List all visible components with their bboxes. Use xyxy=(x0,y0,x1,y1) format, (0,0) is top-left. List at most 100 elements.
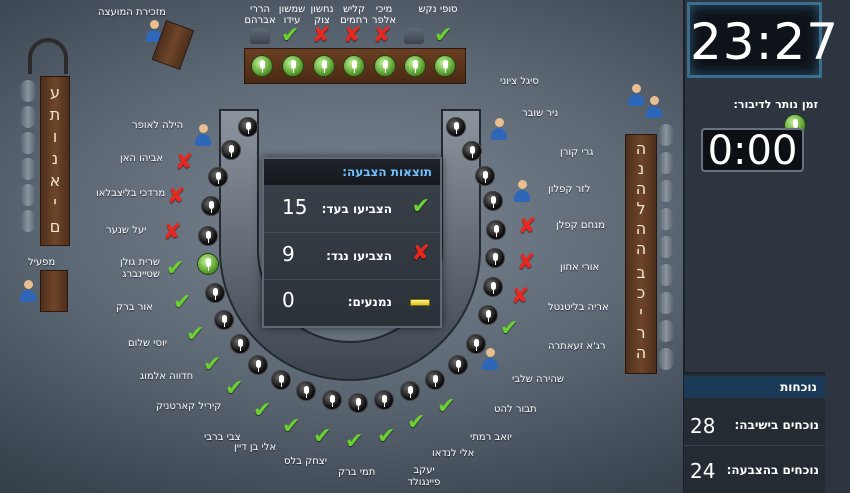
mic-icon[interactable] xyxy=(483,277,503,297)
seat-slot xyxy=(20,80,36,102)
board-letter: ל xyxy=(636,199,646,218)
attendance-session-count: 28 xyxy=(690,414,716,438)
voting-results-title: תוצאות הצבעה: xyxy=(264,159,440,185)
votes-for-row: ✔ הצביעו בעד: 15 xyxy=(264,187,440,233)
mic-icon[interactable] xyxy=(282,55,304,77)
mic-icon[interactable] xyxy=(374,390,394,410)
mic-icon[interactable] xyxy=(198,226,218,246)
seat-slot xyxy=(20,184,36,206)
board-letter: ם xyxy=(49,217,61,236)
seat-slot xyxy=(658,124,674,146)
seat-slot xyxy=(658,208,674,230)
speaking-time-value: 0:00 xyxy=(707,128,798,174)
mic-icon[interactable] xyxy=(205,283,225,303)
board-letter: ה xyxy=(635,179,647,198)
member-name: יעקב פיינגולד xyxy=(407,465,441,488)
vote-against-icon: ✘ xyxy=(175,150,194,175)
board-letter: נ xyxy=(51,149,59,168)
mic-icon[interactable] xyxy=(374,55,396,77)
mic-icon[interactable] xyxy=(248,355,268,375)
mic-icon[interactable] xyxy=(400,381,420,401)
mic-icon[interactable] xyxy=(348,393,368,413)
mic-icon[interactable] xyxy=(201,196,221,216)
mic-icon[interactable] xyxy=(486,220,506,240)
member-name: תבור להט xyxy=(494,404,537,415)
council-table xyxy=(219,109,481,381)
seat-slot xyxy=(404,28,424,44)
mic-icon[interactable] xyxy=(313,55,335,77)
vote-against-icon: ✘ xyxy=(411,241,430,266)
board-letter: ת xyxy=(49,105,61,124)
mic-icon[interactable] xyxy=(478,305,498,325)
member-name: יעל שנער xyxy=(106,225,147,236)
votes-abstain-count: 0 xyxy=(282,288,295,312)
mic-icon[interactable] xyxy=(475,166,495,186)
mic-icon[interactable] xyxy=(296,381,316,401)
member-name: אלי לנדאו xyxy=(432,448,475,459)
member-avatar-icon xyxy=(512,180,532,202)
clock-display: 23:27 xyxy=(687,2,838,78)
mic-icon[interactable] xyxy=(271,370,291,390)
board-letter: נ xyxy=(637,159,645,178)
vote-for-icon: ✔ xyxy=(407,410,426,435)
member-avatar-icon xyxy=(489,118,509,140)
vote-for-icon: ✔ xyxy=(437,394,456,419)
attendance-title: נוכחות xyxy=(684,376,825,398)
member-name: סיגל ציוני xyxy=(500,76,539,87)
mic-icon[interactable] xyxy=(343,55,365,77)
member-name: יוסי שלום xyxy=(128,338,167,349)
member-name: מיכי אלפר xyxy=(371,4,397,26)
attendance-session-label: נוכחים בישיבה: xyxy=(734,418,819,432)
board-letter: ה xyxy=(635,219,647,238)
speaking-time-display: 0:00 xyxy=(701,128,804,174)
member-name: צבי ברבי xyxy=(204,432,241,443)
mic-icon[interactable] xyxy=(230,334,250,354)
votes-against-count: 9 xyxy=(282,242,295,266)
mic-icon[interactable] xyxy=(434,55,456,77)
votes-against-row: ✘ הצביעו נגד: 9 xyxy=(264,234,440,280)
member-avatar-icon xyxy=(480,348,500,370)
mic-icon[interactable] xyxy=(466,334,486,354)
vote-for-icon: ✔ xyxy=(434,23,453,48)
board-letter: ו xyxy=(52,127,58,146)
mic-icon[interactable] xyxy=(404,55,426,77)
member-name: רג'א זעאתרה xyxy=(548,341,606,352)
member-name: קליש רחמים xyxy=(340,4,368,26)
mic-icon[interactable] xyxy=(448,355,468,375)
management-board: ה נ ה ל ה ה ב כ י ר ה xyxy=(625,134,657,374)
seat-slot xyxy=(658,264,674,286)
speaking-time-label: זמן נותר לדיבור: xyxy=(733,98,818,111)
member-name: גרי קורן xyxy=(560,147,594,158)
mic-icon[interactable] xyxy=(446,117,466,137)
member-name: שרית גולן שטיינברג xyxy=(120,257,160,280)
mic-icon[interactable] xyxy=(485,248,505,268)
mic-icon[interactable] xyxy=(221,140,241,160)
mic-icon[interactable] xyxy=(322,390,342,410)
vote-against-icon: ✘ xyxy=(163,220,182,245)
member-name: מרדכי בליצבלאו xyxy=(96,188,166,199)
mic-icon[interactable] xyxy=(208,167,228,187)
member-name: נחשון צוק xyxy=(310,4,334,26)
member-avatar-icon xyxy=(193,124,213,146)
operator-avatar-icon xyxy=(18,280,38,302)
operator-desk xyxy=(40,270,68,312)
vote-for-icon: ✔ xyxy=(500,316,519,341)
mic-icon[interactable] xyxy=(483,191,503,211)
member-name: סופי נקש xyxy=(418,4,458,15)
attendance-panel: נוכחות 28 נוכחים בישיבה: 24 נוכחים בהצבע… xyxy=(684,372,825,493)
member-name: לזר קפלון xyxy=(548,184,591,195)
board-letter: ה xyxy=(635,139,647,158)
seat-slot xyxy=(20,106,36,128)
vote-for-icon: ✔ xyxy=(166,256,185,281)
attendance-voting-row: 24 נוכחים בהצבעה: xyxy=(684,449,825,491)
mic-icon[interactable] xyxy=(251,55,273,77)
mic-icon[interactable] xyxy=(197,253,219,275)
seat-slot xyxy=(20,132,36,154)
secretary-label: מזכירת המועצה xyxy=(98,7,166,18)
mic-icon[interactable] xyxy=(425,370,445,390)
mic-icon[interactable] xyxy=(238,117,258,137)
board-letter: ה xyxy=(635,343,647,362)
mic-icon[interactable] xyxy=(214,310,234,330)
mic-icon[interactable] xyxy=(462,141,482,161)
vote-for-icon: ✔ xyxy=(281,23,300,48)
